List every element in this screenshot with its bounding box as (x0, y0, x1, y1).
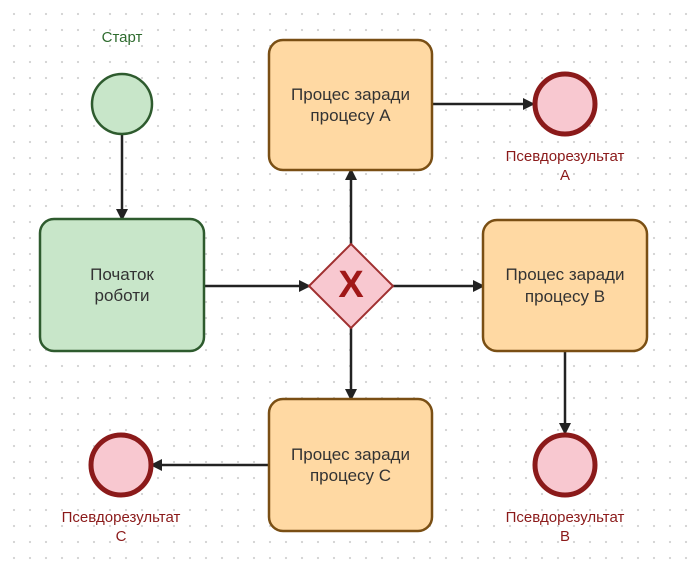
task-c-label: Процес заради процесу С (291, 444, 410, 485)
task-a-box[interactable] (267, 38, 434, 172)
exclusive-gateway[interactable] (307, 242, 395, 330)
start-task-box[interactable] (38, 217, 206, 353)
end-event-c-circle[interactable] (88, 432, 154, 498)
end-event-b-circle[interactable] (532, 432, 598, 498)
start-event-label: Старт (101, 28, 143, 46)
end-event-a-label: Псевдорезультат А (505, 148, 625, 184)
end-event-b-label: Псевдорезультат В (505, 509, 625, 545)
task-c-box[interactable] (267, 397, 434, 533)
task-b-box[interactable] (481, 218, 649, 353)
task-b-label: Процес заради процесу В (505, 265, 625, 306)
start-event-circle[interactable] (90, 72, 154, 136)
task-a-label: Процес заради процесу А (291, 84, 410, 125)
start-task-label: Початок роботи (90, 264, 154, 305)
end-event-a-circle[interactable] (532, 71, 598, 137)
gateway-x-icon: X (338, 264, 364, 307)
end-event-c-label: Псевдорезультат С (61, 509, 181, 545)
